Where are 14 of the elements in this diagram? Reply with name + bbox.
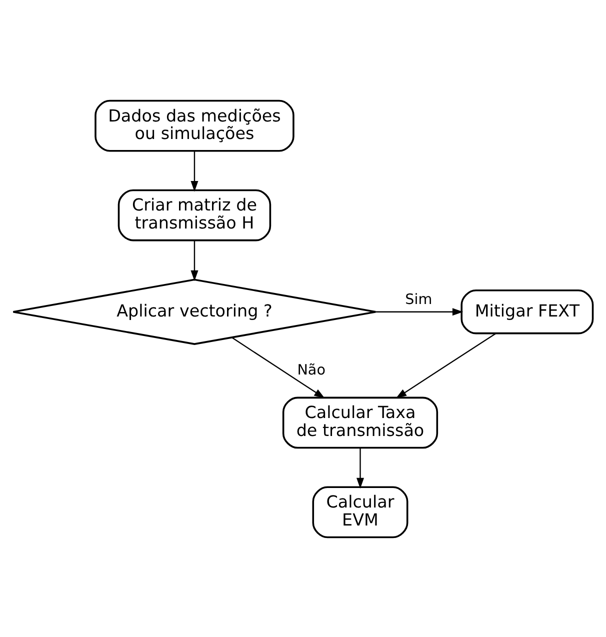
edge-label: Sim <box>405 292 432 308</box>
node-box: Mitigar FEXT <box>460 288 594 334</box>
node-box: Criar matriz de transmissão H <box>118 188 272 241</box>
arrow <box>190 240 198 281</box>
node-box: Calcular EVM <box>312 486 408 538</box>
edge-label: Não <box>297 362 326 378</box>
node-diamond: Aplicar vectoring ? <box>12 278 377 344</box>
node-box: Dados das medições ou simulações <box>94 99 294 152</box>
arrow <box>190 150 198 192</box>
arrow <box>356 448 364 488</box>
arrow <box>232 336 325 398</box>
node-box: Calcular Taxa de transmissão <box>282 396 438 448</box>
arrow <box>396 332 496 398</box>
arrow <box>376 308 464 316</box>
